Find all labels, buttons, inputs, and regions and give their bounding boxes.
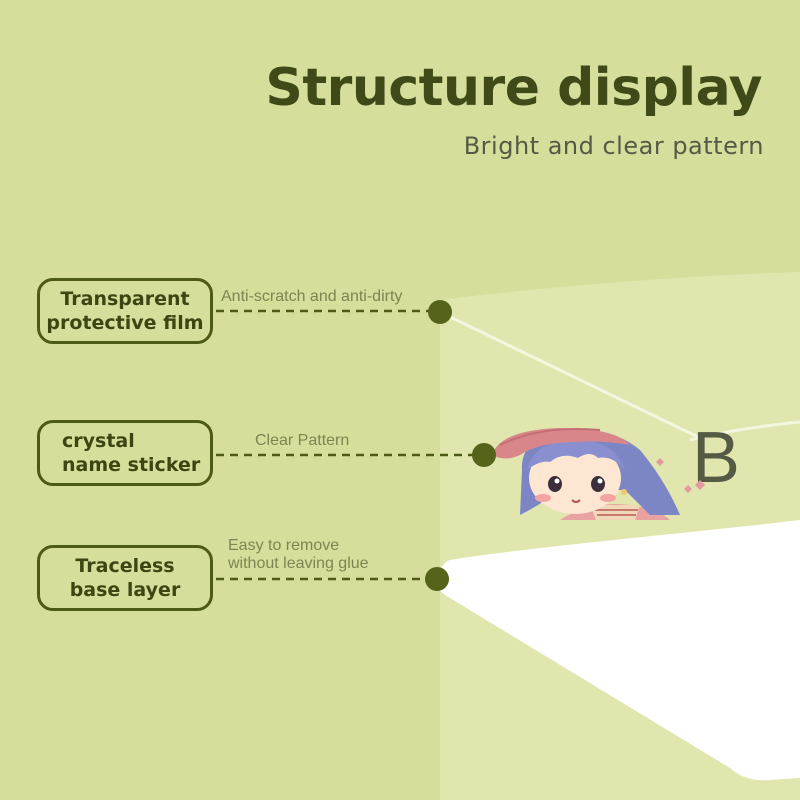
annotation-film: Anti-scratch and anti-dirty [221, 288, 402, 306]
film-edge-line [439, 310, 701, 440]
marker-dot-sticker [472, 443, 496, 467]
annotation-sticker: Clear Pattern [255, 432, 349, 450]
label-line: Traceless [75, 555, 175, 577]
label-line: Transparent [60, 288, 190, 310]
cartoon-girl-icon [492, 428, 705, 520]
annotation-base: Easy to remove without leaving glue [228, 537, 369, 573]
base-layer-sheet [435, 520, 800, 781]
label-line: name sticker [62, 454, 201, 476]
label-transparent-film: Transparent protective film [37, 278, 213, 344]
marker-dot-film [428, 300, 452, 324]
label-line: base layer [69, 579, 181, 601]
annotation-line: without leaving glue [228, 555, 369, 572]
marker-dot-base [425, 567, 449, 591]
label-line: protective film [46, 312, 204, 334]
label-crystal-sticker: crystal name sticker [37, 420, 213, 486]
annotation-line: Clear Pattern [255, 432, 350, 449]
film-edge-curve [689, 420, 800, 442]
page-title: Structure display [265, 58, 762, 118]
annotation-line: Anti-scratch and anti-dirty [221, 288, 403, 305]
annotation-line: Easy to remove [228, 537, 340, 554]
label-base-layer: Traceless base layer [37, 545, 213, 611]
page-subtitle: Bright and clear pattern [463, 132, 764, 160]
label-line: crystal [62, 430, 135, 452]
